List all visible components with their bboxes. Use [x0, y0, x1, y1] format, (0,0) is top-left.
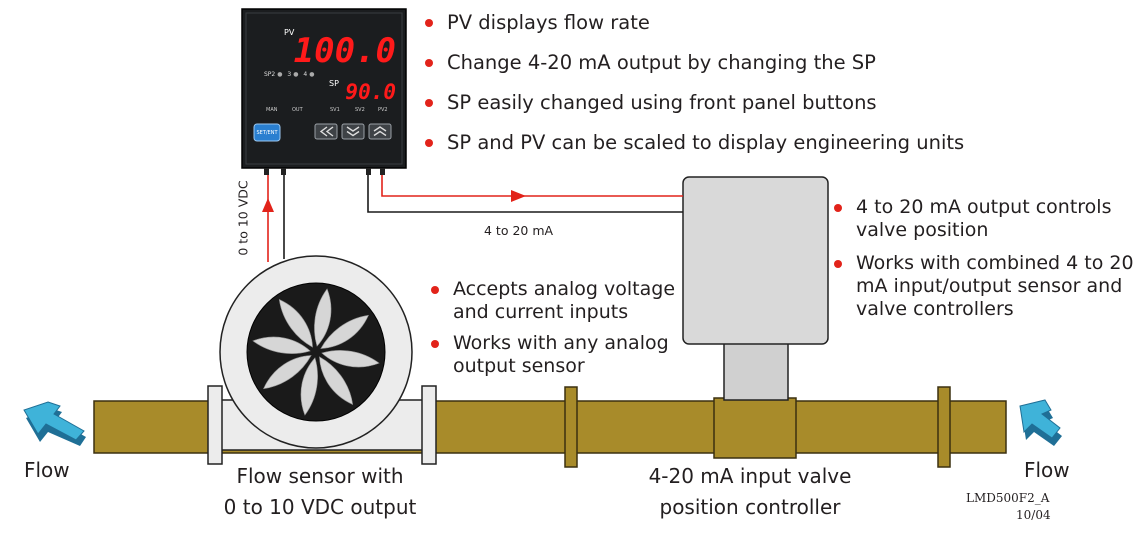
controller-unit: PV 100.0 SP2● 3● 4● SP 90.0 MAN OUT SV1 … — [241, 8, 407, 175]
valve-bullet-list: 4 to 20 mA output controls valve positio… — [834, 196, 1135, 331]
flow-label-left: Flow — [24, 458, 70, 482]
controller-bullet: PV displays flow rate — [425, 10, 964, 50]
controller-bullet: SP easily changed using front panel butt… — [425, 90, 964, 130]
reference-code: LMD500F2_A — [966, 491, 1050, 505]
controller-bullet: SP and PV can be scaled to display engin… — [425, 130, 964, 170]
pv-tag: PV — [284, 28, 295, 37]
valve-stem — [723, 341, 789, 401]
rotor-blade — [314, 288, 332, 347]
indicator-sv2: SV2 — [355, 107, 365, 113]
voltage-signal-arrow-icon — [262, 198, 274, 212]
indicator-man: MAN — [266, 107, 278, 113]
indicator-4: 4 — [303, 71, 307, 78]
controller-faceplate-edge — [245, 12, 403, 165]
sp-tag: SP — [329, 79, 339, 88]
valve-actuator — [682, 176, 829, 401]
current-wire-label: 4 to 20 mA — [484, 223, 554, 238]
pipe-flange — [564, 386, 578, 468]
terminal — [264, 168, 269, 175]
controller-bullet-list: PV displays flow rate Change 4-20 mA out… — [425, 10, 964, 170]
set-ent-button[interactable] — [253, 123, 281, 142]
current-signal-arrow-icon — [511, 190, 526, 202]
terminal — [281, 168, 286, 175]
reference-date: 10/04 — [1016, 508, 1051, 522]
valve-caption-line: position controller — [659, 495, 841, 519]
valve-coupling — [713, 397, 797, 459]
rotor-blade — [319, 356, 354, 405]
rotor-blade — [252, 336, 311, 354]
indicator-sv1: SV1 — [330, 107, 340, 113]
indicator-out: OUT — [292, 107, 304, 113]
rotor-blade — [321, 350, 380, 368]
flow-arrow-left-icon — [23, 401, 86, 446]
down-chevron-icon — [346, 126, 360, 137]
valve-caption: 4-20 mA input valve position controller — [600, 461, 900, 523]
voltage-wire-label: 0 to 10 VDC — [235, 180, 251, 256]
flow-sensor — [207, 255, 437, 465]
rotor-blade — [320, 314, 369, 349]
terminal — [380, 168, 385, 175]
sensor-hub — [311, 347, 321, 357]
sensor-caption-line: Flow sensor with — [236, 464, 404, 488]
sensor-flange-right — [421, 385, 437, 465]
pv-display: 100.0 — [294, 31, 396, 71]
indicator-pv2: PV2 — [378, 107, 388, 113]
flow-label-right: Flow — [1024, 458, 1070, 482]
valve-caption-line: 4-20 mA input valve — [648, 464, 852, 488]
valve-bullet: 4 to 20 mA output controls valve positio… — [834, 196, 1135, 242]
indicator-3: 3 — [287, 71, 291, 78]
flow-arrow-right-icon — [1019, 399, 1062, 446]
rotor-blade — [278, 299, 313, 348]
sp-display: 90.0 — [345, 80, 396, 104]
current-return-wire — [367, 175, 683, 213]
left-chevron-icon — [319, 126, 334, 137]
valve-body — [682, 176, 829, 345]
sensor-bullet: Works with any analog output sensor — [431, 332, 703, 378]
indicator-sp2: SP2 — [264, 71, 275, 78]
rotor-blade — [300, 357, 318, 416]
sensor-caption: Flow sensor with 0 to 10 VDC output — [200, 461, 440, 523]
valve-bullet: Works with combined 4 to 20 mA input/out… — [834, 252, 1135, 321]
sensor-bullet: Accepts analog voltage and current input… — [431, 278, 703, 324]
current-signal-wire — [381, 175, 683, 197]
controller-bullet: Change 4-20 mA output by changing the SP — [425, 50, 964, 90]
rotor-blade — [263, 355, 312, 390]
sensor-caption-line: 0 to 10 VDC output — [223, 495, 417, 519]
terminal — [366, 168, 371, 175]
sensor-flange-left — [207, 385, 223, 465]
set-ent-label: SET/ENT — [256, 130, 278, 136]
sensor-bullet-list: Accepts analog voltage and current input… — [431, 278, 703, 386]
indicator-row-1: SP2● 3● 4● — [264, 71, 315, 78]
up-chevron-icon — [373, 126, 387, 137]
pipe-flange — [937, 386, 951, 468]
sensor-rotor-blades — [252, 288, 380, 416]
